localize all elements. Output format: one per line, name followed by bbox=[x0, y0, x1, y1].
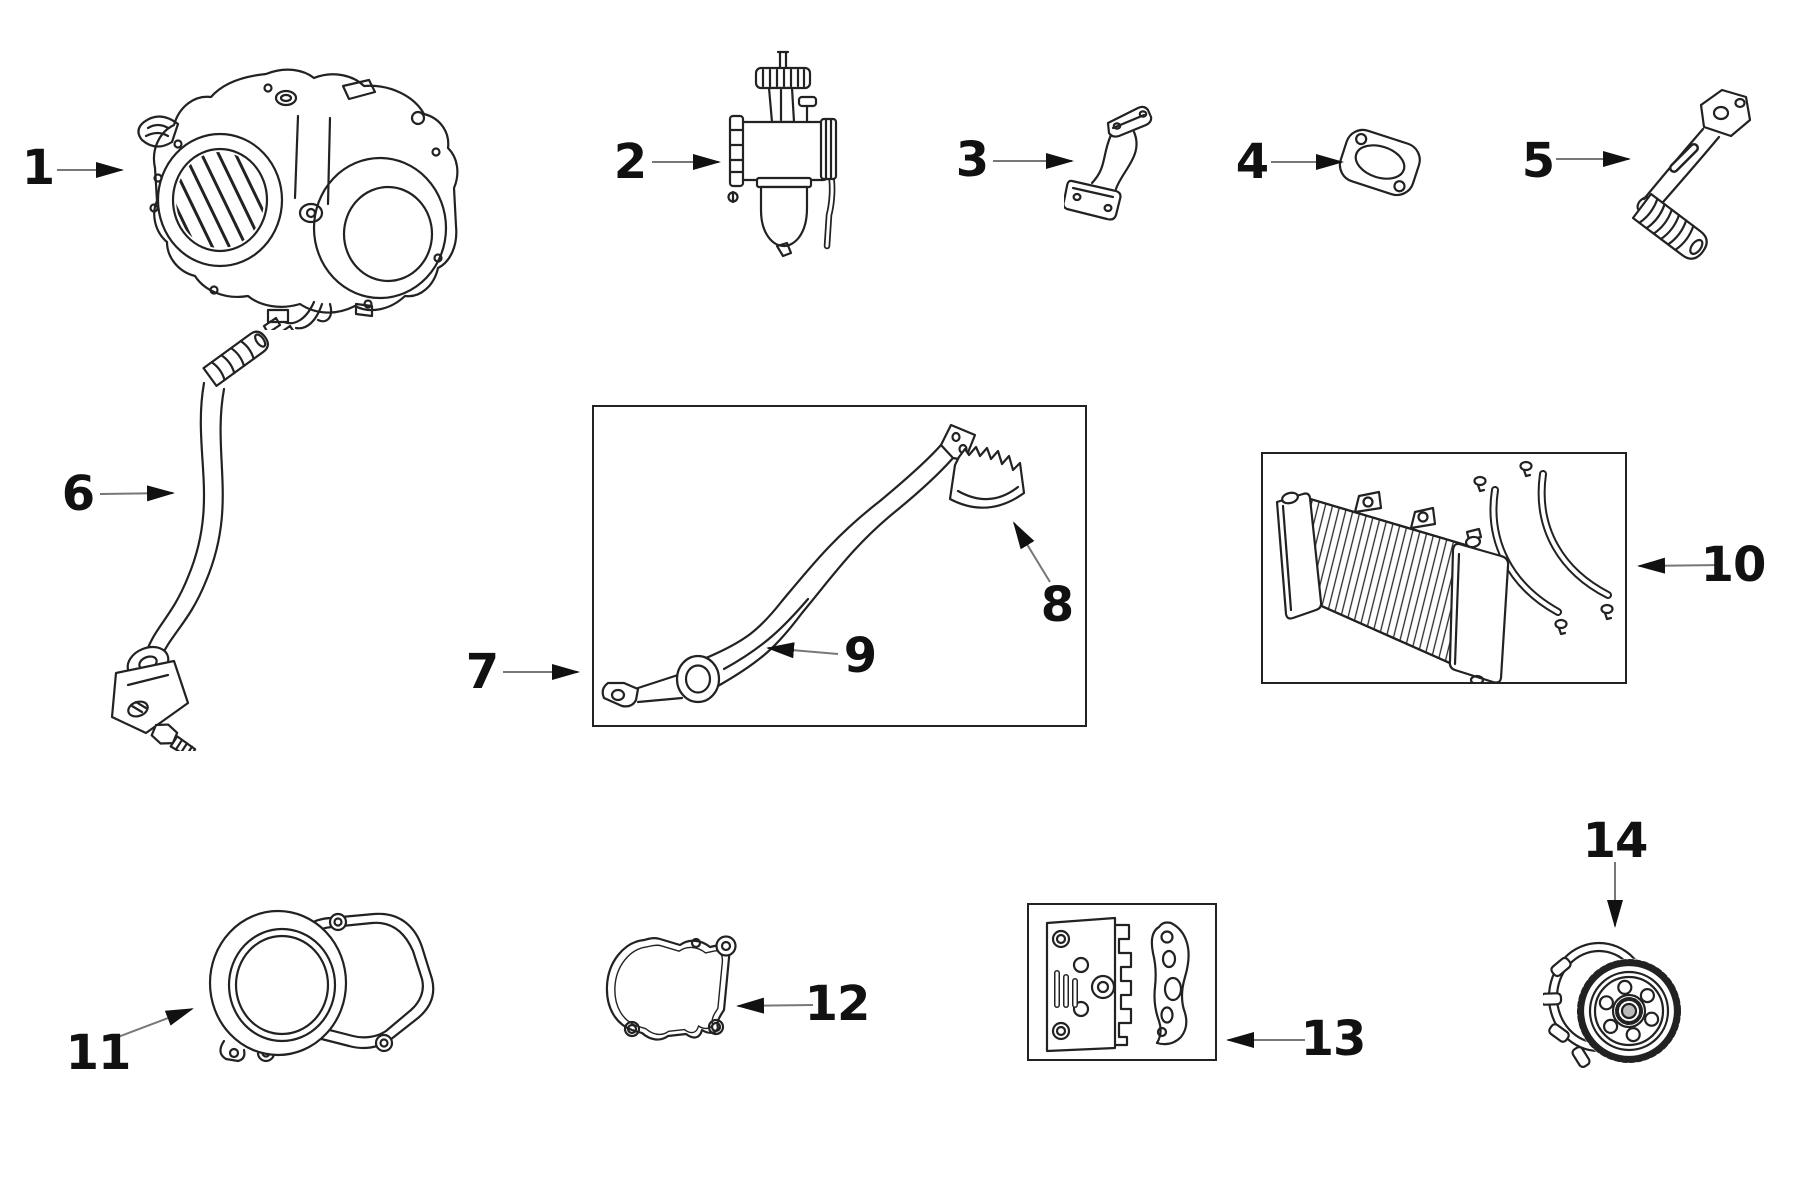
intake-manifold-drawing bbox=[1064, 105, 1153, 221]
cover-gasket-drawing bbox=[605, 935, 737, 1041]
part-label-3: 3 bbox=[955, 132, 989, 188]
kick-start-lever-drawing bbox=[110, 330, 269, 751]
part-label-14: 14 bbox=[1582, 813, 1649, 869]
part-label-10: 10 bbox=[1700, 537, 1767, 593]
part-label-6: 6 bbox=[61, 466, 95, 522]
part-label-1: 1 bbox=[21, 140, 55, 196]
manifold-gasket-drawing bbox=[1338, 128, 1421, 197]
brake-pedal-arm-drawing bbox=[601, 423, 1026, 708]
cylinder-head-parts-box bbox=[1027, 903, 1217, 1061]
part-label-11: 11 bbox=[65, 1025, 132, 1081]
clutch-basket-drawing bbox=[1543, 941, 1682, 1068]
carburetor-drawing bbox=[727, 50, 838, 258]
part-label-2: 2 bbox=[613, 134, 647, 190]
gear-shift-lever-drawing bbox=[1631, 88, 1752, 260]
part-label-7: 7 bbox=[465, 644, 499, 700]
engine-assembly-drawing bbox=[137, 68, 459, 330]
brake-pedal-tip-drawing bbox=[948, 445, 1026, 509]
part-label-5: 5 bbox=[1521, 133, 1555, 189]
part-label-4: 4 bbox=[1235, 134, 1269, 190]
part-label-12: 12 bbox=[804, 976, 871, 1032]
radiator-kit-box bbox=[1261, 452, 1627, 686]
cylinder-head-plate-and-bracket-drawing bbox=[1045, 916, 1190, 1053]
part-label-8: 8 bbox=[1040, 577, 1074, 633]
stator-cover-drawing bbox=[208, 909, 435, 1063]
brake-pedal-assembly-box bbox=[592, 405, 1087, 727]
hose-clamp-icon bbox=[1473, 460, 1614, 636]
radiator-and-hoses-drawing bbox=[1275, 460, 1614, 686]
part-label-13: 13 bbox=[1300, 1011, 1367, 1067]
part-label-9: 9 bbox=[843, 628, 877, 684]
